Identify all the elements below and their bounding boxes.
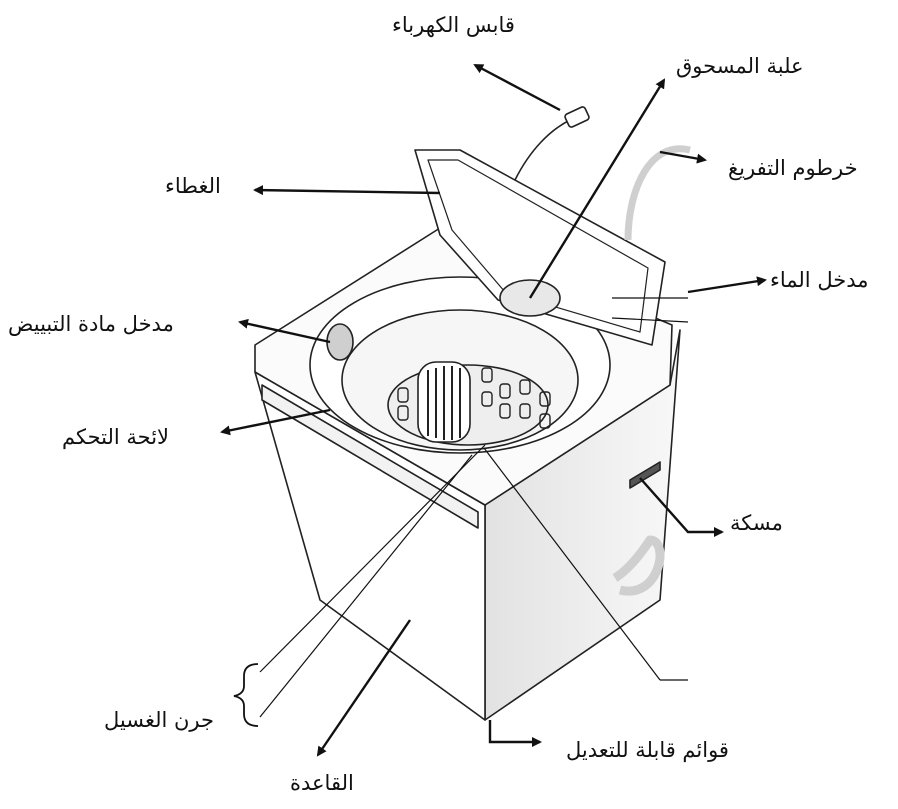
label-power-plug: قابس الكهرباء — [392, 13, 515, 37]
label-water-inlet: مدخل الماء — [770, 268, 869, 292]
leader-lines — [220, 63, 767, 757]
control-panel-strip — [261, 384, 479, 529]
label-handle: مسكة — [730, 511, 783, 535]
drain-hose-top — [624, 145, 691, 241]
label-adjustable-legs: قوائم قابلة للتعديل — [566, 738, 729, 762]
open-lid — [414, 149, 666, 346]
arrow-adjustable-legs — [488, 720, 542, 747]
label-drain-hose: خرطوم التفريغ — [728, 156, 858, 180]
arrow-control-panel — [220, 408, 331, 436]
arrow-water-inlet — [687, 276, 767, 294]
arrow-base — [316, 619, 411, 757]
label-wash-tub: جرن الغسيل — [104, 708, 215, 732]
arrow-powder-box — [528, 78, 666, 299]
label-control-panel: لائحة التحكم — [62, 425, 170, 449]
drain-hose-lower — [612, 535, 665, 596]
power-plug — [564, 106, 590, 128]
label-base: القاعدة — [290, 771, 354, 795]
wash-tub-bracket — [233, 663, 259, 727]
pointer-lines — [259, 297, 689, 718]
arrow-power-plug — [473, 63, 561, 112]
arrow-lid — [253, 185, 441, 196]
handle-slot — [629, 461, 661, 489]
label-lid: الغطاء — [165, 174, 221, 198]
power-cord — [514, 119, 571, 181]
tub-holes — [397, 367, 551, 429]
arrow-handle — [639, 477, 724, 537]
bleach-inlet-cap — [326, 323, 354, 361]
label-bleach-inlet: مدخل مادة التبييض — [8, 312, 174, 336]
arrow-drain-hose — [659, 150, 707, 164]
label-powder-box: علبة المسحوق — [676, 54, 804, 78]
machine-body — [254, 106, 691, 721]
arrow-bleach-inlet — [238, 318, 331, 344]
